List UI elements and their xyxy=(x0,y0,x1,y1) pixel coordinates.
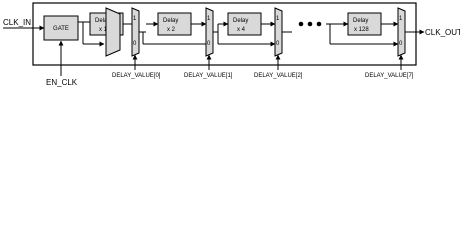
mux-4-in0: 0 xyxy=(399,41,403,47)
delay-block-1-line1: Delay xyxy=(95,18,110,24)
mux-4 xyxy=(397,7,406,57)
stage-2: 1 0 DELAY_VALUE[0] Delay x 2 xyxy=(112,7,207,79)
mux-3-in0: 0 xyxy=(276,41,280,47)
stage-3: 1 0 DELAY_VALUE[1] Delay x 4 xyxy=(184,7,276,79)
select-label-7: DELAY_VALUE[7] xyxy=(365,73,414,79)
mux-4-in1: 1 xyxy=(399,16,403,22)
delay-line-diagram: CLK_IN GATE EN_CLK Delay x 1 1 0 DELAY_V… xyxy=(3,2,460,87)
gate-block: GATE xyxy=(43,15,79,41)
mux-2-in0: 0 xyxy=(207,41,211,47)
ellipsis-dots xyxy=(298,21,322,27)
mux-3 xyxy=(274,7,283,57)
stage-final: Delay x 128 1 0 DELAY_VALUE[7] xyxy=(326,7,414,79)
mux-1 xyxy=(105,7,121,57)
select-label-0: DELAY_VALUE[0] xyxy=(112,73,161,79)
mux-2 xyxy=(205,7,214,57)
mux-1-in0: 0 xyxy=(133,41,137,47)
delay-block-3-line2: x 4 xyxy=(237,27,246,33)
stage-1: Delay x 1 xyxy=(89,7,133,57)
select-label-2: DELAY_VALUE[2] xyxy=(254,73,303,79)
mux-3-in1: 1 xyxy=(276,16,280,22)
gate-label: GATE xyxy=(53,26,69,32)
en-clk-label: EN_CLK xyxy=(46,78,78,87)
mux-2-in1: 1 xyxy=(207,16,211,22)
mux-1-body xyxy=(131,7,140,57)
delay-block-2-line2: x 2 xyxy=(167,27,176,33)
clk-in-label: CLK_IN xyxy=(3,18,31,27)
delay-block-1-line2: x 1 xyxy=(99,27,108,33)
outer-frame xyxy=(32,2,417,66)
select-label-1: DELAY_VALUE[1] xyxy=(184,73,233,79)
delay-block-2-line1: Delay xyxy=(163,18,178,24)
mux-1-in1: 1 xyxy=(133,16,137,22)
delay-block-4-line1: Delay xyxy=(353,18,368,24)
clk-out-label: CLK_OUT xyxy=(425,28,460,37)
delay-block-4-line2: x 128 xyxy=(354,27,369,33)
delay-block-3-line1: Delay xyxy=(233,18,248,24)
stage-4: 1 0 DELAY_VALUE[2] xyxy=(254,7,303,79)
